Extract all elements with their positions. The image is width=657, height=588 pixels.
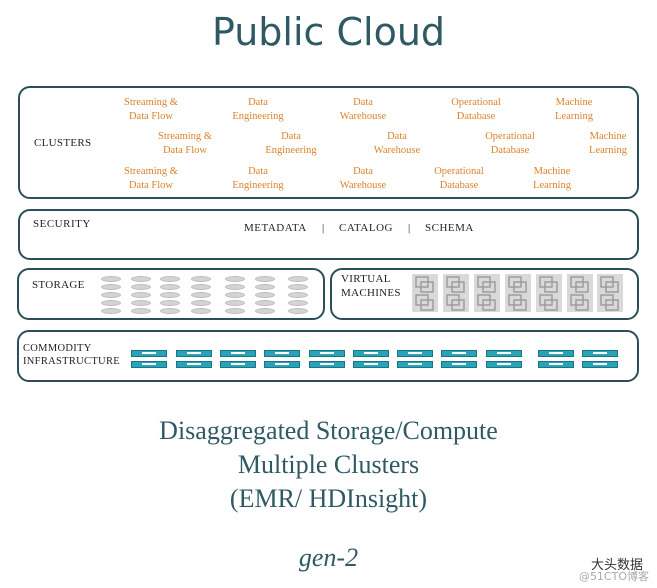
virtual-machine-icon xyxy=(505,274,531,312)
security-panel xyxy=(18,209,639,260)
page-title: Public Cloud xyxy=(211,10,446,54)
disk-stack-icon xyxy=(191,276,211,316)
caption-line-2: Multiple Clusters xyxy=(237,450,420,479)
disk-stack-icon xyxy=(255,276,275,316)
clusters-panel xyxy=(18,86,639,199)
watermark-site: @51CTO博客 xyxy=(578,570,649,583)
disk-stack-icon xyxy=(131,276,151,316)
disk-stack-icon xyxy=(225,276,245,316)
virtual-machine-icon xyxy=(474,274,500,312)
cluster-item: Machine Learning xyxy=(589,131,627,156)
security-item-schema: SCHEMA xyxy=(425,222,474,234)
cluster-item: Data Warehouse xyxy=(339,97,387,122)
cluster-item: Data Warehouse xyxy=(373,131,421,156)
cluster-item: Operational Database xyxy=(451,97,501,122)
server-icon xyxy=(582,350,618,372)
virtual-machine-icon xyxy=(443,274,469,312)
watermark-brand: 大头数据 xyxy=(590,558,643,573)
cluster-item: Data Engineering xyxy=(232,97,284,122)
cluster-item: Streaming & Data Flow xyxy=(124,166,178,191)
server-icon xyxy=(264,350,300,372)
cluster-item: Data Warehouse xyxy=(339,166,387,191)
server-icon xyxy=(397,350,433,372)
cluster-item: Data Engineering xyxy=(232,166,284,191)
security-item-metadata: METADATA xyxy=(244,222,307,234)
cluster-item: Data Engineering xyxy=(265,131,317,156)
server-icon xyxy=(220,350,256,372)
cluster-item: Operational Database xyxy=(434,166,484,191)
virtual-machine-icon xyxy=(536,274,562,312)
server-icon xyxy=(309,350,345,372)
caption-line-1: Disaggregated Storage/Compute xyxy=(159,416,498,445)
generation-label: gen-2 xyxy=(298,543,359,572)
server-icon xyxy=(538,350,574,372)
storage-label: STORAGE xyxy=(32,279,85,291)
commodity-label: COMMODITY INFRASTRUCTURE xyxy=(23,343,120,367)
virtual-machine-icon xyxy=(597,274,623,312)
server-icon xyxy=(131,350,167,372)
disk-stack-icon xyxy=(288,276,308,316)
security-separator: | xyxy=(322,222,325,234)
security-separator: | xyxy=(408,222,411,234)
disk-stack-icon xyxy=(101,276,121,316)
server-icon xyxy=(486,350,522,372)
server-icon xyxy=(176,350,212,372)
cluster-item: Streaming & Data Flow xyxy=(158,131,212,156)
security-item-catalog: CATALOG xyxy=(339,222,393,234)
clusters-label: CLUSTERS xyxy=(34,137,92,149)
cluster-item: Streaming & Data Flow xyxy=(124,97,178,122)
cluster-item: Operational Database xyxy=(485,131,535,156)
virtual-machines-label: VIRTUAL MACHINES xyxy=(341,273,401,299)
cluster-item: Machine Learning xyxy=(533,166,571,191)
security-label: SECURITY xyxy=(33,218,91,230)
server-icon xyxy=(441,350,477,372)
virtual-machine-icon xyxy=(567,274,593,312)
caption-line-3: (EMR/ HDInsight) xyxy=(229,484,428,513)
cluster-item: Machine Learning xyxy=(555,97,593,122)
server-icon xyxy=(353,350,389,372)
disk-stack-icon xyxy=(160,276,180,316)
virtual-machine-icon xyxy=(412,274,438,312)
